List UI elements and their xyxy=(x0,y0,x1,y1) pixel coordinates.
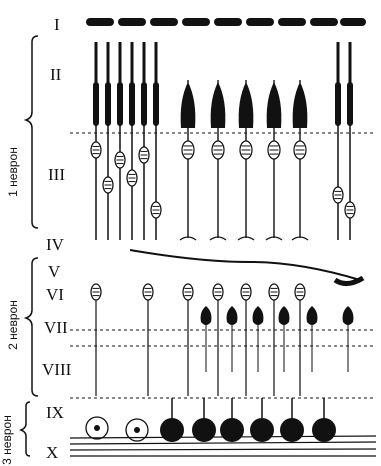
layer-label-7: VII xyxy=(44,318,68,337)
rod-nucleus xyxy=(115,152,125,168)
cone-cell xyxy=(210,80,226,240)
third-neuron-label: 3 неврон xyxy=(0,415,14,465)
second-neuron-label: 2 неврон xyxy=(6,300,20,350)
ganglion-cell-outline xyxy=(86,417,108,439)
neuron-braces xyxy=(21,36,38,456)
layer-label-8: VIII xyxy=(42,360,72,379)
rod-cell xyxy=(139,42,149,240)
bipolar-nucleus xyxy=(241,284,251,300)
ganglion-cell xyxy=(312,398,336,442)
layer-label-9: IX xyxy=(46,403,64,422)
cone-cells xyxy=(180,80,308,240)
rod-cell xyxy=(115,42,125,240)
ganglion-cell xyxy=(160,398,184,442)
layer-label-1: I xyxy=(54,15,60,34)
rod-nucleus xyxy=(333,187,343,203)
layer-label-3: III xyxy=(48,165,65,184)
layer-label-10: X xyxy=(46,443,58,462)
cone-cell xyxy=(180,80,196,240)
cone-cell xyxy=(266,80,282,240)
pigment-epithelium xyxy=(86,18,366,26)
cone-cell xyxy=(238,80,254,240)
amacrine-cell xyxy=(307,306,318,372)
layer-label-2: II xyxy=(50,65,62,84)
rod-cell xyxy=(333,42,343,240)
first-neuron-label: 1 неврон xyxy=(6,147,20,197)
layer-boundaries xyxy=(70,133,376,398)
rod-nucleus xyxy=(91,142,101,158)
ganglion-cell xyxy=(280,398,304,442)
rod-cell xyxy=(151,42,161,240)
bipolar-cell xyxy=(213,284,223,396)
rod-nucleus xyxy=(151,202,161,218)
cone-nucleus xyxy=(212,141,224,159)
rod-cells xyxy=(91,42,355,240)
ganglion-cell xyxy=(220,398,244,442)
layer-label-4: IV xyxy=(46,235,65,254)
bipolar-nucleus xyxy=(143,284,153,300)
cone-nucleus xyxy=(294,141,306,159)
bipolar-nucleus xyxy=(213,284,223,300)
amacrine-cell xyxy=(253,306,264,372)
layer-label-5: V xyxy=(48,262,61,281)
bipolar-and-ganglion-cells xyxy=(86,284,353,442)
rod-cell xyxy=(127,42,137,240)
bipolar-cell xyxy=(241,284,251,396)
ganglion-cell xyxy=(192,398,216,442)
rod-nucleus xyxy=(345,202,355,218)
bipolar-cell xyxy=(91,284,101,396)
rod-nucleus xyxy=(139,147,149,163)
amacrine-cell xyxy=(201,306,212,372)
bipolar-cell xyxy=(269,284,279,396)
amacrine-cell xyxy=(227,306,238,372)
amacrine-cell xyxy=(279,306,290,372)
bipolar-cell xyxy=(295,284,305,396)
cone-nucleus xyxy=(240,141,252,159)
rod-cell xyxy=(345,42,355,240)
bipolar-cell xyxy=(183,284,193,396)
horizontal-cell xyxy=(130,250,363,284)
cone-nucleus xyxy=(182,141,194,159)
bipolar-nucleus xyxy=(183,284,193,300)
bipolar-nucleus xyxy=(91,284,101,300)
rod-nucleus xyxy=(103,177,113,193)
bipolar-nucleus xyxy=(269,284,279,300)
cone-cell xyxy=(292,80,308,240)
amacrine-cell xyxy=(343,306,354,372)
rod-cell xyxy=(91,42,101,240)
bipolar-cell xyxy=(143,284,153,396)
cone-nucleus xyxy=(268,141,280,159)
bipolar-nucleus xyxy=(295,284,305,300)
ganglion-cell xyxy=(250,398,274,442)
layer-label-6: VI xyxy=(46,285,64,304)
rod-cell xyxy=(103,42,113,240)
rod-nucleus xyxy=(127,170,137,186)
